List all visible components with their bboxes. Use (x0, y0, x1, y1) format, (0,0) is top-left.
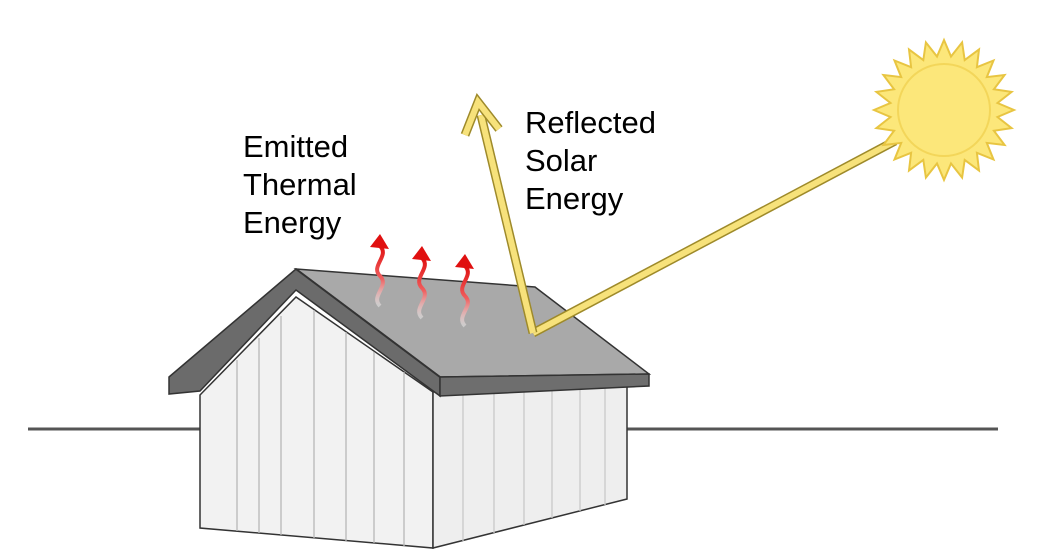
solar-ray (460, 93, 898, 337)
reflected-label-line-3: Energy (525, 181, 624, 216)
sun-icon (871, 37, 1017, 183)
emitted-label-line-1: Emitted (243, 129, 349, 164)
reflected-solar-energy-label: Reflected Solar Energy (525, 104, 656, 218)
siding-lines-side (462, 385, 606, 541)
house-side-wall (432, 382, 628, 549)
incoming-solar-ray-fill (531, 138, 897, 336)
emitted-thermal-energy-label: Emitted Thermal Energy (243, 128, 357, 242)
siding-lines-gable (236, 310, 405, 546)
house (168, 268, 652, 549)
sun-disc (897, 63, 991, 157)
emitted-label-line-3: Energy (243, 205, 342, 240)
roof-fascia (439, 373, 650, 397)
emitted-label-line-2: Thermal (243, 167, 357, 202)
wavy-arrow-icon (455, 254, 474, 328)
thermal-arrows (370, 234, 474, 328)
wavy-arrow-icon (370, 234, 389, 308)
roof-ridge (295, 268, 441, 378)
reflected-label-line-1: Reflected (525, 105, 656, 140)
reflected-label-line-2: Solar (525, 143, 598, 178)
reflected-solar-ray-fill (478, 114, 536, 334)
arrow-icon-fill (462, 96, 502, 137)
wavy-arrow-icon (412, 246, 431, 320)
